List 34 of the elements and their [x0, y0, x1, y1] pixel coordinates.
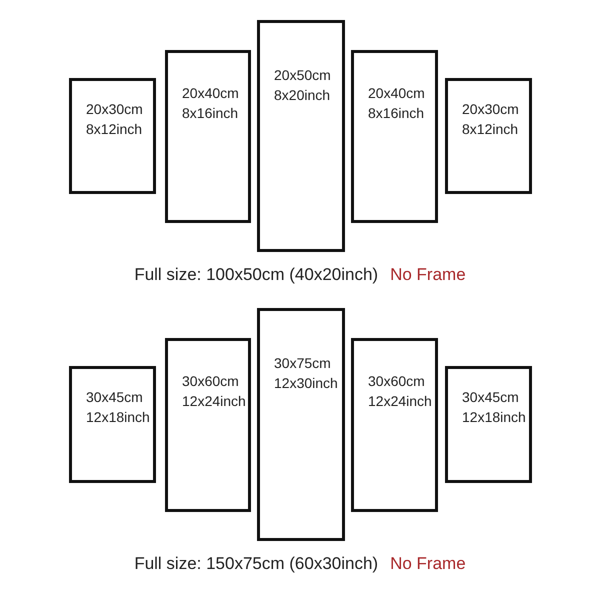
canvas-panel	[69, 78, 156, 194]
canvas-panel	[351, 338, 438, 512]
canvas-panel	[165, 338, 251, 512]
canvas-panel	[351, 50, 438, 223]
size-label: 12x18inch	[86, 408, 150, 427]
size-label: 20x40cm	[182, 84, 239, 103]
size-label: 12x18inch	[462, 408, 526, 427]
size-label: 8x16inch	[368, 104, 424, 123]
size-label: 20x30cm	[462, 100, 519, 119]
size-label: 12x24inch	[368, 392, 432, 411]
size-label: 8x20inch	[274, 86, 330, 105]
size-label: 20x30cm	[86, 100, 143, 119]
frame-note: No Frame	[390, 554, 466, 574]
size-label: 8x12inch	[86, 120, 142, 139]
size-label: 30x60cm	[368, 372, 425, 391]
canvas-panel	[445, 366, 532, 483]
frame-note: No Frame	[390, 265, 466, 285]
size-label: 12x30inch	[274, 374, 338, 393]
size-label: 20x50cm	[274, 66, 331, 85]
canvas-panel	[69, 366, 156, 483]
full-size-label: Full size: 150x75cm (60x30inch)	[134, 554, 378, 574]
size-label: 8x12inch	[462, 120, 518, 139]
size-label: 30x45cm	[462, 388, 519, 407]
size-label: 30x45cm	[86, 388, 143, 407]
full-size-label: Full size: 100x50cm (40x20inch)	[134, 265, 378, 285]
size-label: 30x60cm	[182, 372, 239, 391]
size-label: 30x75cm	[274, 354, 331, 373]
size-label: 20x40cm	[368, 84, 425, 103]
canvas-panel	[257, 20, 345, 252]
size-label: 12x24inch	[182, 392, 246, 411]
canvas-panel	[165, 50, 251, 223]
canvas-panel	[445, 78, 532, 194]
canvas-panel	[257, 308, 345, 541]
size-label: 8x16inch	[182, 104, 238, 123]
